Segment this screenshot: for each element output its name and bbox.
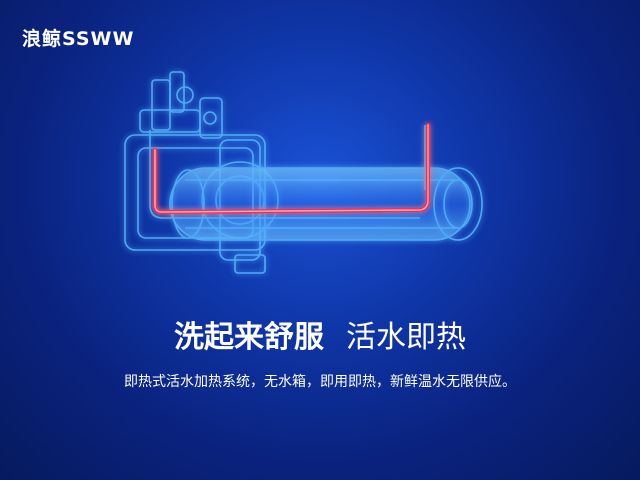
headline: 洗起来舒服活水即热 [0,318,640,358]
headline-secondary: 活水即热 [346,320,466,355]
headline-primary: 洗起来舒服 [174,320,324,355]
water-heater-pipe-icon [124,71,483,274]
product-description: 即热式活水加热系统，无水箱，即用即热，新鲜温水无限供应。 [124,374,516,390]
brand-logo: 浪鲸SSWW [22,28,135,50]
